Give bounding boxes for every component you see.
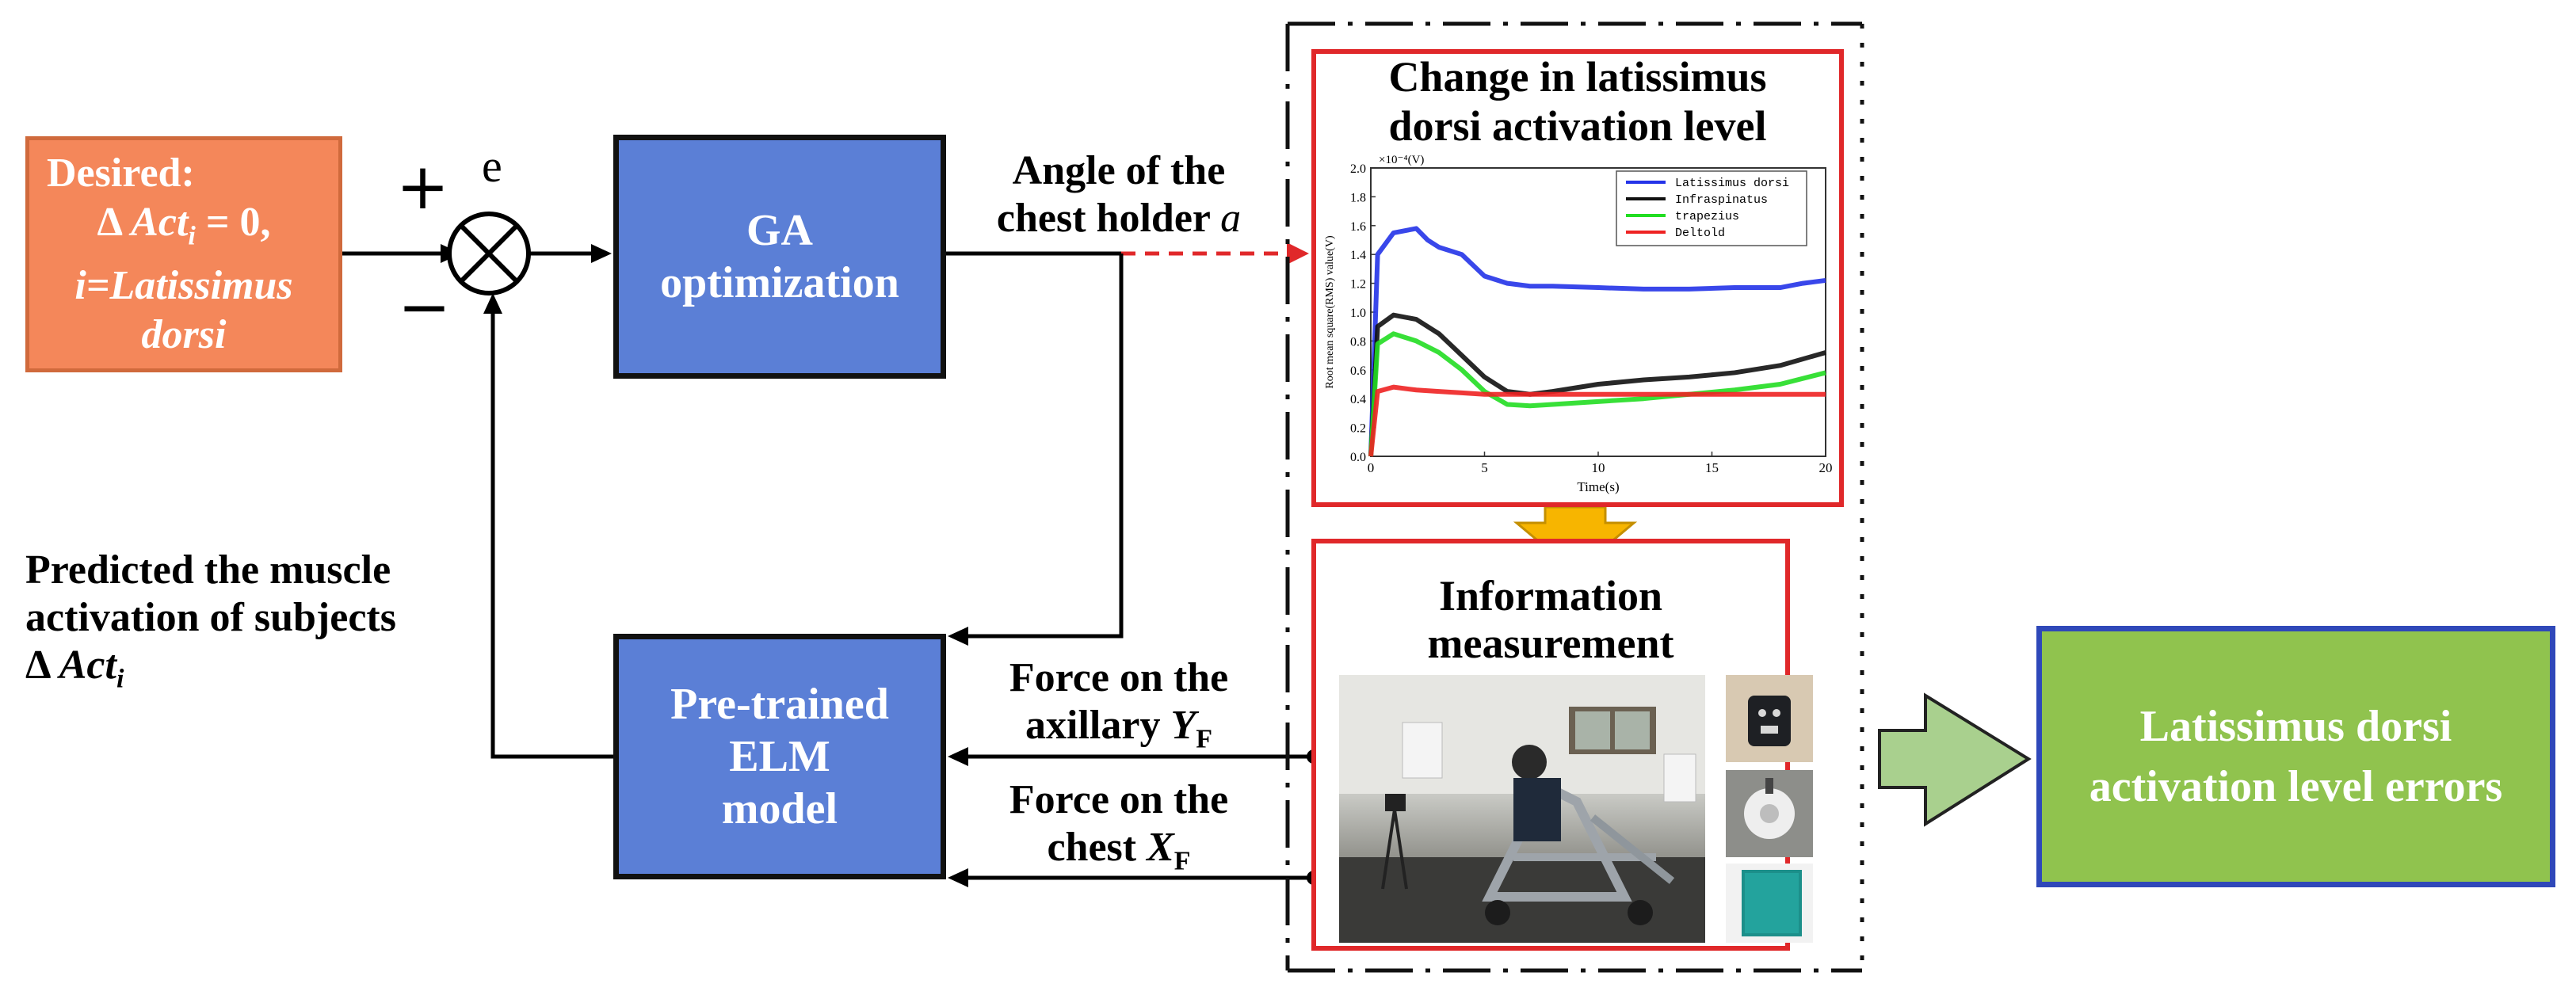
- arrowhead-chart-input: [1287, 242, 1309, 265]
- angle-line2-text: chest holder: [996, 196, 1211, 241]
- predicted-label: Predicted the muscle activation of subje…: [25, 547, 396, 703]
- force-chest-sub: F: [1174, 846, 1191, 876]
- y-axis-label: Root mean square(RMS) value(V): [1324, 235, 1336, 389]
- force-axillary-line2: axillary YF: [968, 702, 1269, 763]
- minus-sign: −: [398, 270, 452, 344]
- y-tick-label: 0.0: [1350, 451, 1366, 464]
- sensor-1-illustration: [1748, 696, 1791, 746]
- angle-symbol: a: [1220, 196, 1242, 241]
- legend-label: trapezius: [1675, 210, 1739, 223]
- force-chest-text: chest: [1047, 825, 1137, 870]
- desired-eq: = 0,: [195, 200, 271, 246]
- desired-sub: i: [188, 221, 196, 251]
- predicted-delta: Δ: [25, 642, 59, 688]
- plus-sign: +: [396, 150, 450, 223]
- x-tick-label: 20: [1819, 460, 1833, 475]
- y-tick-label: 0.4: [1350, 393, 1366, 406]
- ga-line2: optimization: [660, 258, 899, 307]
- arrowhead-sum-feedback: [483, 293, 502, 314]
- y-tick-label: 1.4: [1350, 249, 1366, 262]
- angle-label: Angle of the chest holder a: [968, 147, 1269, 242]
- force-axillary-text: axillary: [1025, 703, 1161, 748]
- angle-line1: Angle of the: [1012, 148, 1226, 193]
- predicted-sub: i: [116, 664, 124, 694]
- ga-line1: GA: [746, 206, 813, 255]
- elm-line3: model: [721, 784, 838, 833]
- elm-model-block: Pre-trained ELM model: [613, 634, 946, 879]
- force-chest-symbol: X: [1147, 825, 1174, 870]
- force-chest-line1: Force on the: [1009, 777, 1229, 822]
- elm-line2: ELM: [729, 732, 830, 781]
- series-line: [1368, 384, 1826, 457]
- legend-label: Infraspinatus: [1675, 193, 1768, 207]
- force-axillary-sub: F: [1196, 724, 1212, 754]
- chart-title-line2: dorsi activation level: [1388, 102, 1767, 150]
- wire-angle-to-elm: [965, 254, 1124, 639]
- desired-line2: Δ Acti = 0,: [97, 198, 270, 261]
- y-tick-label: 0.2: [1350, 422, 1366, 436]
- arrowhead-ga-input: [591, 244, 612, 263]
- predicted-line2: activation of subjects: [25, 595, 396, 640]
- elm-line1: Pre-trained: [670, 680, 889, 729]
- wire-feedback: [490, 311, 613, 759]
- errors-line2: activation level errors: [2089, 762, 2503, 811]
- y-tick-label: 1.0: [1350, 307, 1366, 320]
- y-tick-label: 1.8: [1350, 191, 1366, 204]
- desired-line4: dorsi: [141, 311, 227, 357]
- legend-label: Deltold: [1675, 227, 1725, 240]
- experiment-photo-illustration: [1339, 675, 1705, 943]
- info-title-line1: Information: [1439, 572, 1662, 620]
- sensor-photo-1: [1726, 675, 1813, 762]
- sensor-3-illustration: [1742, 870, 1802, 936]
- arrowhead-force-chest: [948, 868, 968, 887]
- desired-line3: i=Latissimus: [74, 262, 293, 308]
- info-title-line2: measurement: [1427, 620, 1674, 667]
- error-label: e: [482, 140, 502, 192]
- angle-line2: chest holder a: [968, 195, 1269, 242]
- summing-junction-cross-b: [459, 223, 519, 284]
- sensor-photo-3: [1726, 864, 1813, 943]
- desired-delta: Δ: [97, 200, 132, 246]
- x-tick-label: 15: [1705, 460, 1719, 475]
- predicted-act: Act: [59, 642, 116, 688]
- desired-line1: Desired:: [47, 151, 195, 196]
- emg-line-chart: 0.0 0.2 0.4 0.6 0.8 1.0 1.2 1.4 1.6 1.8 2.0 0 5 10 15 2…: [1324, 154, 1833, 494]
- chart-panel-title: Change in latissimus dorsi activation le…: [1315, 52, 1840, 151]
- activation-errors-block: Latissimus dorsi activation level errors: [2036, 626, 2555, 887]
- information-panel-title: Information measurement: [1315, 572, 1786, 667]
- experiment-photo: [1339, 675, 1705, 943]
- force-axillary-symbol: Y: [1170, 703, 1196, 748]
- y-scale-label: ×10⁻⁴(V): [1379, 154, 1424, 166]
- arrowhead-elm-angle: [948, 627, 968, 646]
- chart-title-line1: Change in latissimus: [1388, 53, 1767, 101]
- predicted-line1: Predicted the muscle: [25, 547, 391, 593]
- force-chest-line2: chest XF: [968, 824, 1269, 885]
- legend-label: Latissimus dorsi: [1675, 177, 1789, 190]
- x-tick-label: 5: [1481, 460, 1488, 475]
- x-axis-label: Time(s): [1577, 479, 1619, 494]
- predicted-line3: Δ Acti: [25, 642, 396, 703]
- series-line: [1368, 226, 1826, 457]
- x-tick-label: 10: [1592, 460, 1605, 475]
- y-tick-label: 2.0: [1350, 162, 1366, 176]
- desired-act: Act: [131, 200, 189, 246]
- force-axillary-label: Force on the axillary YF: [968, 654, 1269, 763]
- y-tick-label: 1.2: [1350, 278, 1366, 292]
- arrowhead-force-axillary: [948, 747, 968, 766]
- force-axillary-line1: Force on the: [1009, 655, 1229, 700]
- y-tick-label: 1.6: [1350, 220, 1366, 234]
- sensor-2-illustration: [1744, 778, 1795, 839]
- errors-line1: Latissimus dorsi: [2139, 702, 2452, 751]
- force-chest-label: Force on the chest XF: [968, 776, 1269, 885]
- sensor-photo-2: [1726, 770, 1813, 857]
- desired-input-block: Desired: Δ Acti = 0, i=Latissimus dorsi: [25, 136, 342, 372]
- x-tick-label: 0: [1368, 460, 1375, 475]
- y-tick-label: 0.8: [1350, 335, 1366, 349]
- right-arrow: [1878, 692, 2032, 827]
- y-tick-label: 0.6: [1350, 364, 1366, 378]
- ga-optimization-block: GA optimization: [613, 135, 946, 379]
